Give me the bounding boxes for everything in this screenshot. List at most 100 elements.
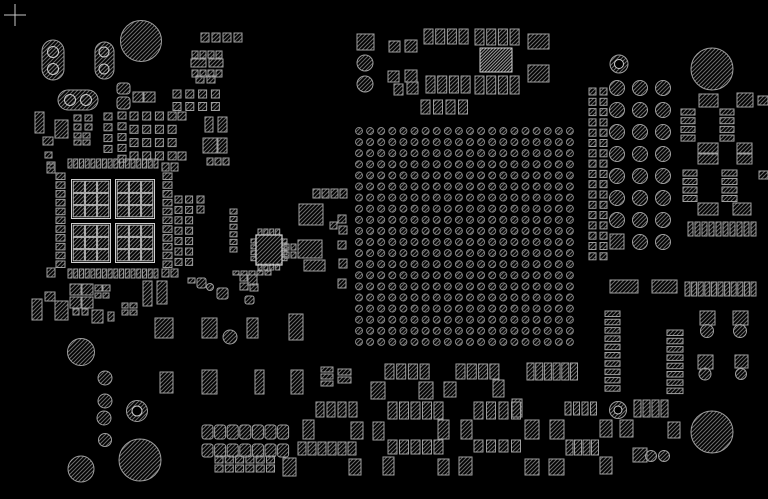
bga-ball[interactable]	[399, 193, 408, 202]
bga-ball[interactable]	[421, 249, 430, 258]
bga-ball[interactable]	[443, 337, 452, 346]
bga-ball[interactable]	[399, 238, 408, 246]
pad[interactable]	[697, 202, 719, 216]
bga-ball[interactable]	[521, 238, 530, 246]
pad-grid[interactable]	[604, 310, 621, 392]
pad[interactable]	[682, 169, 698, 177]
qfp-thermal-pad[interactable]	[72, 180, 85, 193]
bga-ball[interactable]	[399, 249, 408, 258]
pad[interactable]	[154, 124, 164, 134]
pad-grid[interactable]	[191, 50, 223, 59]
bga-ball[interactable]	[454, 160, 463, 169]
pad[interactable]	[486, 439, 496, 453]
bga-ball[interactable]	[388, 293, 397, 302]
bga-ball[interactable]	[554, 204, 563, 213]
pad[interactable]	[143, 91, 156, 103]
pad[interactable]	[290, 243, 297, 251]
pad[interactable]	[604, 352, 621, 359]
pad-grid[interactable]	[474, 75, 520, 95]
pad[interactable]	[604, 368, 621, 376]
bga-ball[interactable]	[388, 160, 397, 169]
pad[interactable]	[142, 138, 152, 148]
bga-ball[interactable]	[477, 204, 486, 213]
pad[interactable]	[161, 268, 170, 278]
pad[interactable]	[162, 225, 173, 233]
round-pad[interactable]	[698, 367, 712, 381]
pad[interactable]	[721, 186, 738, 194]
round-pad[interactable]	[632, 168, 648, 184]
bga-ball[interactable]	[443, 138, 452, 147]
bga-ball[interactable]	[454, 304, 463, 313]
pad[interactable]	[202, 137, 218, 154]
pad[interactable]	[191, 50, 199, 59]
round-pad[interactable]	[655, 234, 671, 250]
round-pad[interactable]	[96, 410, 112, 426]
pad[interactable]	[329, 221, 338, 230]
pad[interactable]	[187, 277, 196, 284]
bga-ball[interactable]	[488, 282, 497, 291]
bga-ball[interactable]	[454, 182, 463, 191]
bga-ball[interactable]	[399, 149, 408, 158]
bga-ball[interactable]	[565, 182, 574, 191]
pad[interactable]	[211, 32, 221, 43]
pad[interactable]	[170, 268, 179, 278]
bga-ball[interactable]	[410, 171, 419, 180]
pad[interactable]	[599, 200, 608, 209]
pad[interactable]	[136, 268, 142, 279]
qfp-thermal-pad[interactable]	[128, 180, 142, 193]
bga-ball[interactable]	[477, 293, 486, 302]
pad[interactable]	[486, 28, 497, 46]
pad[interactable]	[245, 455, 255, 464]
pad[interactable]	[666, 329, 684, 336]
pad[interactable]	[478, 363, 489, 380]
bga-ball[interactable]	[488, 138, 497, 147]
pad[interactable]	[588, 128, 597, 137]
pad-grid[interactable]	[229, 208, 238, 253]
pad[interactable]	[422, 439, 432, 455]
qfp-thermal-pad[interactable]	[128, 192, 142, 206]
pad[interactable]	[185, 247, 194, 256]
bga-ball[interactable]	[443, 193, 452, 202]
pad[interactable]	[743, 221, 750, 237]
pad[interactable]	[257, 228, 263, 236]
pad[interactable]	[684, 281, 691, 297]
bga-ball[interactable]	[432, 337, 441, 346]
pad[interactable]	[697, 142, 719, 154]
pad[interactable]	[162, 234, 173, 242]
bga-ball[interactable]	[454, 315, 463, 324]
bga-ball[interactable]	[355, 315, 363, 324]
bga-ball[interactable]	[543, 315, 552, 324]
pad[interactable]	[599, 190, 608, 199]
pad[interactable]	[687, 221, 694, 237]
pad[interactable]	[543, 362, 552, 381]
bga-ball[interactable]	[499, 293, 508, 302]
bga-ball[interactable]	[521, 271, 530, 280]
pad[interactable]	[277, 443, 290, 458]
bga-ball[interactable]	[432, 271, 441, 280]
pad[interactable]	[185, 216, 194, 225]
pad[interactable]	[356, 33, 375, 51]
pad[interactable]	[704, 281, 711, 297]
pad[interactable]	[736, 92, 754, 108]
pad[interactable]	[588, 252, 597, 261]
pad[interactable]	[177, 111, 187, 121]
qfp-thermal-pad[interactable]	[72, 236, 85, 250]
pad[interactable]	[55, 190, 66, 198]
pad[interactable]	[174, 237, 183, 246]
pad[interactable]	[229, 231, 238, 238]
pad[interactable]	[174, 205, 183, 214]
pad[interactable]	[666, 371, 684, 378]
bga-ball[interactable]	[443, 204, 452, 213]
bga-ball[interactable]	[399, 260, 408, 269]
bga-ball[interactable]	[554, 282, 563, 291]
pad[interactable]	[609, 233, 625, 250]
pad[interactable]	[154, 151, 164, 161]
bga-ball[interactable]	[532, 282, 541, 291]
pad[interactable]	[142, 111, 152, 121]
bga-ball[interactable]	[532, 326, 541, 335]
bga-ball[interactable]	[377, 271, 386, 280]
pad-grid[interactable]	[697, 142, 719, 165]
pad[interactable]	[666, 362, 684, 370]
pad-grid[interactable]	[425, 75, 471, 94]
pad[interactable]	[407, 363, 418, 380]
